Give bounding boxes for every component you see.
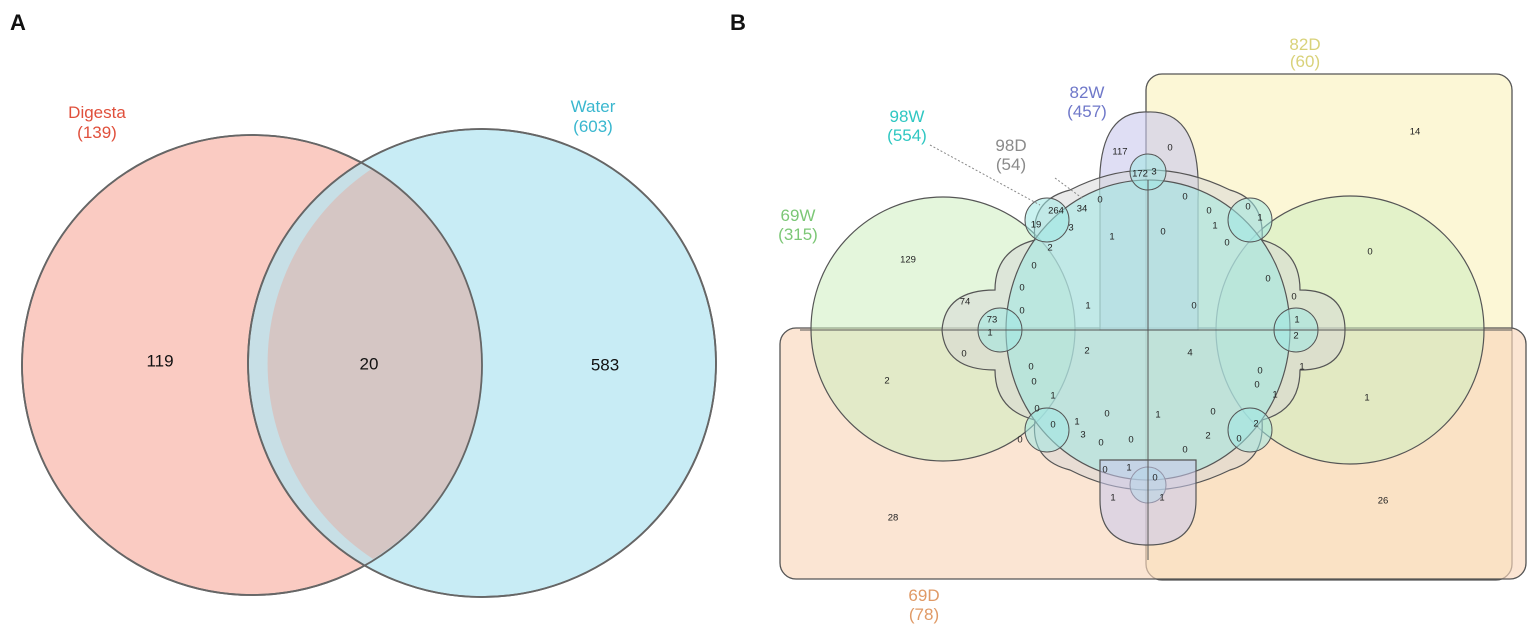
region-count: 28 xyxy=(888,513,899,524)
region-count: 0 xyxy=(1236,434,1241,445)
region-count: 1 xyxy=(987,328,992,339)
set-82w-total: (457) xyxy=(1067,102,1107,121)
region-count: 3 xyxy=(1151,167,1156,178)
region-count: 1 xyxy=(1085,301,1090,312)
region-count: 0 xyxy=(1182,192,1187,203)
region-count: 1 xyxy=(1050,391,1055,402)
set-69w-total: (315) xyxy=(778,225,818,244)
region-count: 1 xyxy=(1074,417,1079,428)
region-count: 0 xyxy=(1206,206,1211,217)
set-69d-total: (78) xyxy=(909,605,939,624)
region-count: 2 xyxy=(1084,346,1089,357)
water-label: Water xyxy=(571,97,616,116)
region-count: 129 xyxy=(900,255,916,266)
region-count: 2 xyxy=(1205,431,1210,442)
region-count: 0 xyxy=(1019,306,1024,317)
region-count: 0 xyxy=(1031,261,1036,272)
region-count: 0 xyxy=(1291,292,1296,303)
region-count: 2 xyxy=(884,376,889,387)
region-count: 2 xyxy=(1293,331,1298,342)
region-count: 0 xyxy=(1257,366,1262,377)
region-count: 0 xyxy=(961,349,966,360)
region-count: 1 xyxy=(1212,221,1217,232)
region-count: 1 xyxy=(1110,493,1115,504)
region-count: 0 xyxy=(1050,420,1055,431)
region-count: 1 xyxy=(1364,393,1369,404)
region-count: 1 xyxy=(1299,362,1304,373)
set-69w-label: 69W xyxy=(781,206,816,225)
shared-count: 20 xyxy=(360,354,379,373)
region-count: 0 xyxy=(1031,377,1036,388)
set-82d-total: (60) xyxy=(1290,52,1320,71)
region-count: 3 xyxy=(1068,223,1073,234)
region-count: 0 xyxy=(1128,435,1133,446)
region-count: 0 xyxy=(1182,445,1187,456)
panel-a: A Digesta (139) Water (603) 119 20 583 xyxy=(10,10,717,598)
set-98w-total: (554) xyxy=(887,126,927,145)
region-count: 34 xyxy=(1077,204,1088,215)
region-count: 0 xyxy=(1097,195,1102,206)
region-count: 1 xyxy=(1272,390,1277,401)
region-count: 0 xyxy=(1245,202,1250,213)
region-count: 0 xyxy=(1210,407,1215,418)
region-count: 3 xyxy=(1080,430,1085,441)
region-count: 0 xyxy=(1102,465,1107,476)
pointer-98w xyxy=(929,144,1041,206)
region-count: 0 xyxy=(1254,380,1259,391)
region-counts: 14 0 1 26 0 1 117 172 3 0 264 34 19 3 0 … xyxy=(884,127,1420,524)
set-82w-label: 82W xyxy=(1070,83,1105,102)
region-count: 0 xyxy=(1152,473,1157,484)
set-98d-total: (54) xyxy=(996,155,1026,174)
set-98w-label: 98W xyxy=(890,107,925,126)
region-count: 0 xyxy=(1160,227,1165,238)
digesta-total: (139) xyxy=(77,123,117,142)
region-count: 1 xyxy=(1159,493,1164,504)
region-count: 172 xyxy=(1132,169,1148,180)
set-82d-label: 82D xyxy=(1289,35,1320,54)
region-count: 0 xyxy=(1017,435,1022,446)
region-count: 117 xyxy=(1112,147,1127,158)
set-69d-label: 69D xyxy=(908,586,939,605)
region-count: 0 xyxy=(1019,283,1024,294)
panel-a-letter: A xyxy=(10,10,26,35)
region-count: 26 xyxy=(1378,496,1389,507)
region-count: 0 xyxy=(1034,404,1039,415)
region-count: 2 xyxy=(1253,419,1258,430)
set-98d-label: 98D xyxy=(995,136,1026,155)
region-count: 0 xyxy=(1265,274,1270,285)
region-count: 1 xyxy=(1155,410,1160,421)
digesta-label: Digesta xyxy=(68,103,126,122)
region-count: 0 xyxy=(1191,301,1196,312)
region-count: 0 xyxy=(1224,238,1229,249)
region-count: 0 xyxy=(1167,143,1172,154)
region-count: 14 xyxy=(1410,127,1421,138)
panel-b-letter: B xyxy=(730,10,746,35)
digesta-water-overlap xyxy=(267,168,482,559)
region-count: 19 xyxy=(1031,220,1042,231)
region-count: 264 xyxy=(1048,206,1064,217)
region-count: 73 xyxy=(987,315,998,326)
region-count: 0 xyxy=(1098,438,1103,449)
region-count: 1 xyxy=(1126,463,1131,474)
region-count: 1 xyxy=(1257,213,1262,224)
region-count: 74 xyxy=(960,297,971,308)
region-count: 1 xyxy=(1294,315,1299,326)
panel-b: B xyxy=(730,10,1527,624)
region-count: 0 xyxy=(1367,247,1372,258)
region-count: 4 xyxy=(1187,348,1192,359)
water-total: (603) xyxy=(573,117,613,136)
water-only-count: 583 xyxy=(591,355,619,374)
pointer-98d xyxy=(1054,177,1083,199)
region-count: 0 xyxy=(1028,362,1033,373)
region-count: 0 xyxy=(1104,409,1109,420)
region-count: 2 xyxy=(1047,243,1052,254)
region-count: 1 xyxy=(1109,232,1114,243)
digesta-only-count: 119 xyxy=(146,351,173,370)
